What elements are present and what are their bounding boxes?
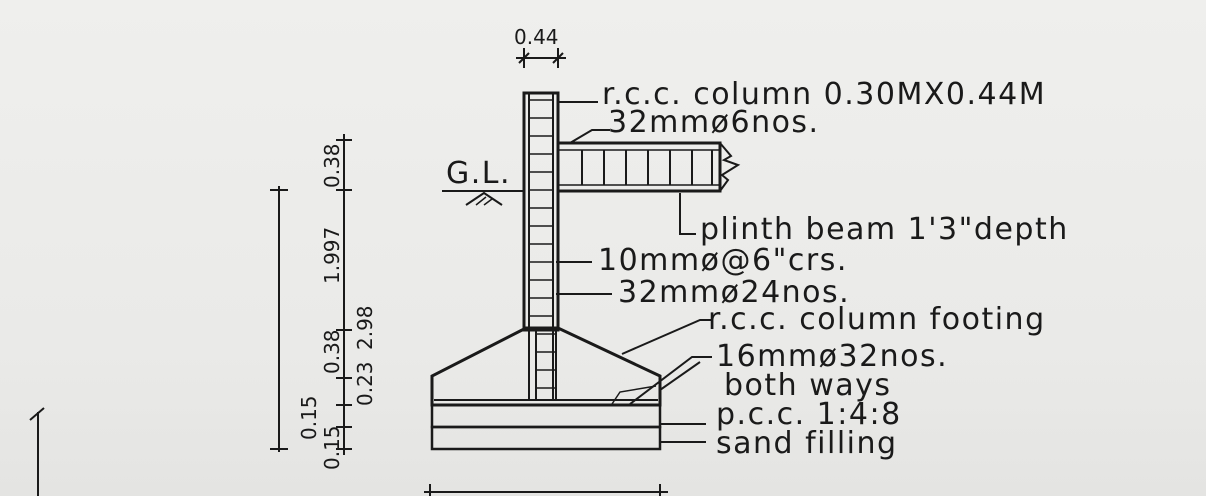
footing (430, 326, 662, 407)
pcc-layer (430, 403, 662, 429)
dim-1997: 1.997 (320, 227, 344, 284)
sand-layer (430, 425, 662, 451)
label-pcc: p.c.c. 1:4:8 (716, 397, 902, 432)
dim-015-a: 0.15 (297, 395, 321, 440)
column (522, 91, 560, 400)
dim-298: 2.98 (353, 305, 377, 350)
label-footing-bars: 16mmø32nos. (716, 339, 948, 374)
dim-column-width: 0.44 (514, 25, 559, 49)
label-main-bars: 32mmø24nos. (618, 275, 850, 310)
ground-level-marker (442, 190, 524, 206)
dim-015-b: 0.15 (320, 425, 344, 470)
label-ties: 10mmø@6"crs. (598, 243, 848, 278)
label-sand: sand filling (716, 426, 898, 461)
label-footing: r.c.c. column footing (708, 302, 1046, 337)
label-plinth-beam: plinth beam 1'3"depth (700, 212, 1069, 247)
plinth-beam (556, 141, 741, 193)
dim-038-top: 0.38 (320, 143, 344, 188)
label-column-bars: 32mmø6nos. (608, 105, 820, 140)
label-both-ways: both ways (724, 368, 892, 403)
label-column: r.c.c. column 0.30MX0.44M (602, 77, 1046, 112)
dim-023: 0.23 (353, 361, 377, 406)
label-ground-level: G.L. (446, 156, 511, 191)
dim-038-mid: 0.38 (320, 329, 344, 374)
